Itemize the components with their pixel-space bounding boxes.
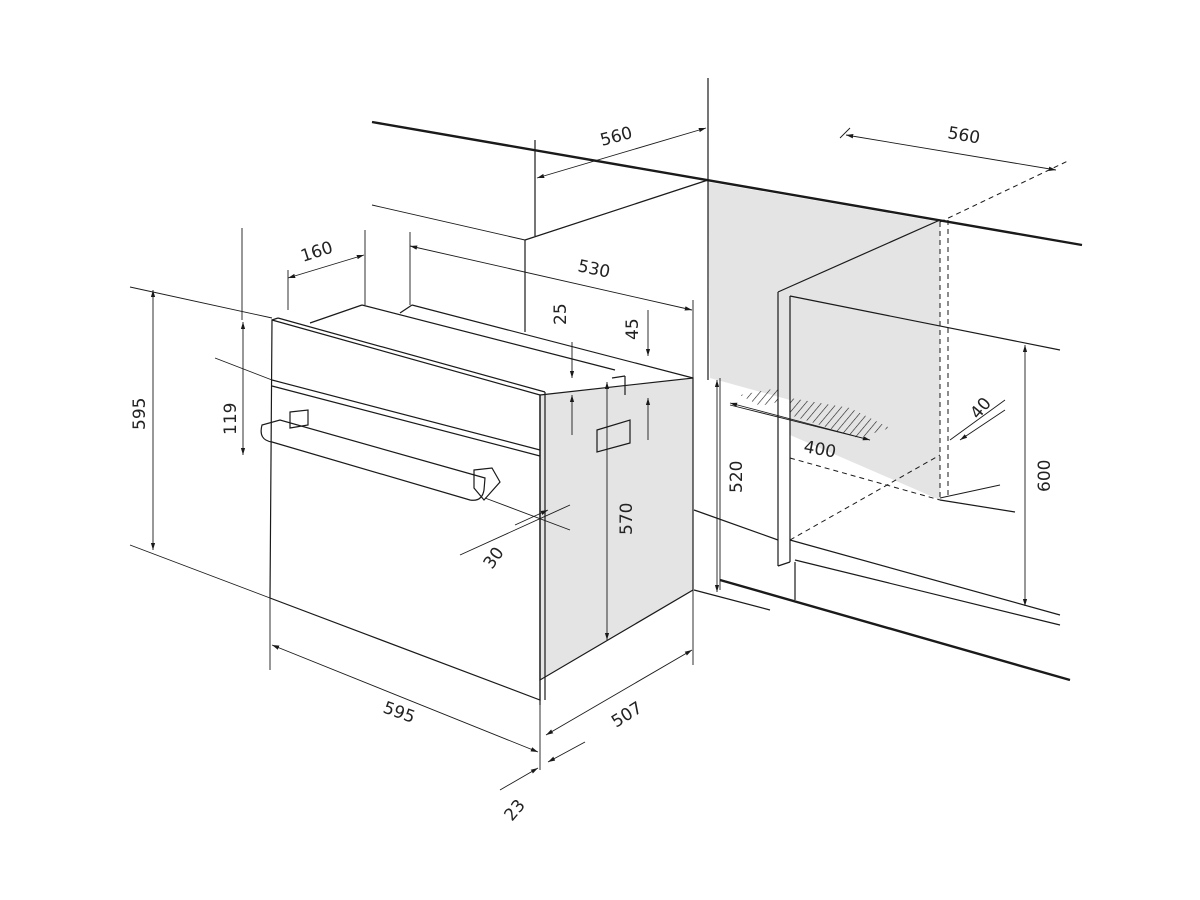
- label-cabinet-width: 560: [598, 123, 635, 151]
- cabinet: [371, 78, 1083, 682]
- label-control-panel-depth: 160: [298, 238, 335, 267]
- oven-front: [269, 319, 541, 701]
- dimension-lines: [150, 127, 1057, 791]
- label-oven-body-depth: 530: [576, 256, 612, 282]
- label-vent-offset: 45: [623, 318, 643, 340]
- label-oven-width: 595: [380, 698, 417, 728]
- label-top-clearance: 25: [551, 303, 571, 325]
- label-vent-width: 400: [802, 437, 837, 462]
- label-cabinet-side-height: 520: [727, 461, 747, 493]
- label-body-depth: 507: [608, 698, 646, 732]
- vent-hatch: [740, 388, 778, 406]
- label-front-thickness: 23: [501, 796, 530, 825]
- oven: [260, 304, 694, 705]
- label-body-height: 570: [617, 503, 637, 535]
- label-handle-depth: 30: [480, 544, 509, 573]
- label-oven-height: 595: [130, 398, 150, 430]
- oven-handle: [260, 419, 486, 501]
- extension-lines: [129, 127, 1006, 770]
- label-niche-height: 600: [1035, 460, 1055, 492]
- label-control-panel-height: 119: [221, 403, 241, 435]
- oven-side: [540, 378, 693, 680]
- label-cabinet-depth: 560: [946, 123, 981, 148]
